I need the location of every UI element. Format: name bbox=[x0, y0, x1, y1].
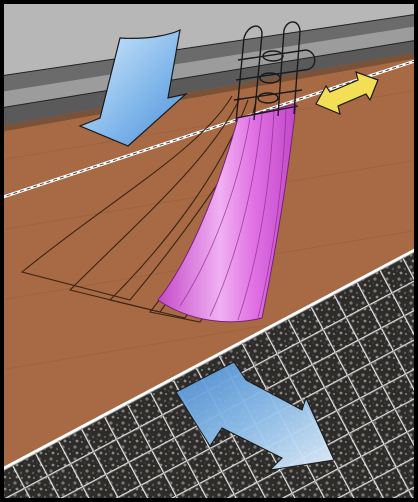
illustration bbox=[0, 0, 418, 502]
